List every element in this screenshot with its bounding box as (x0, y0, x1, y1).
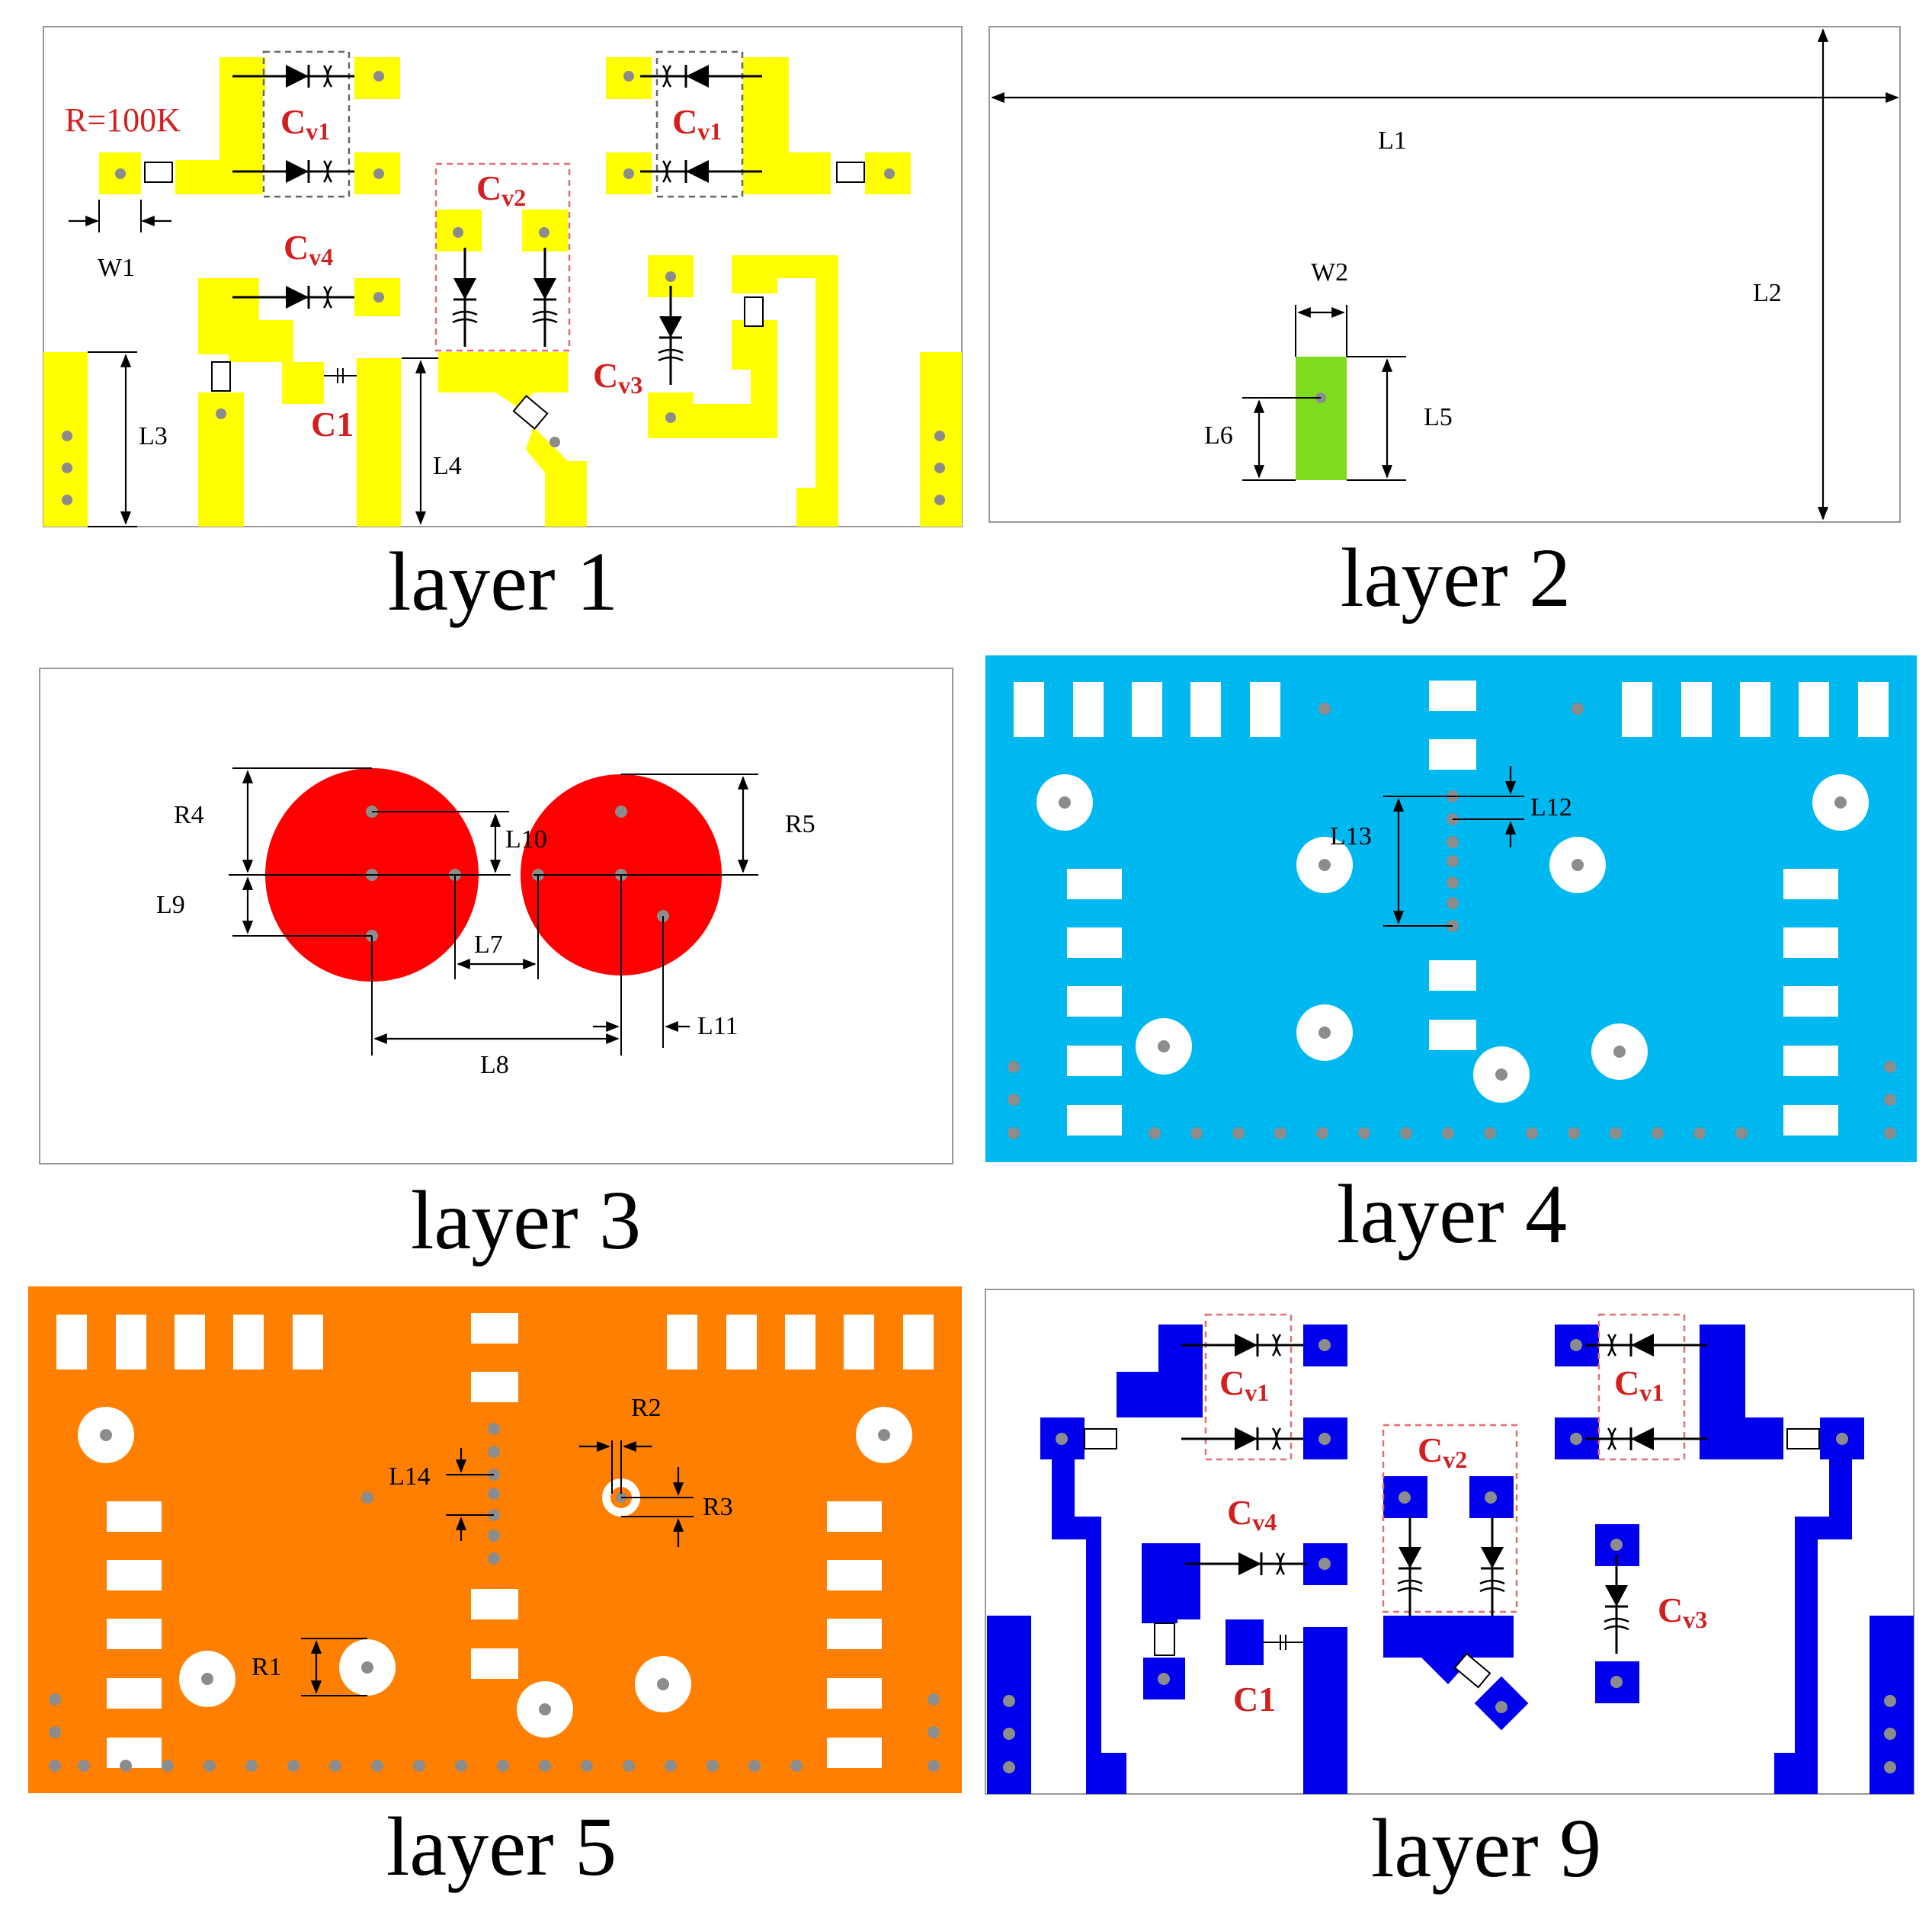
layer1-resistor-left (144, 162, 173, 183)
layer2-w2-label: W2 (1311, 258, 1348, 287)
layer1-resistor-label: R=100K (65, 101, 181, 139)
layer2-panel: L1 L2 W2 L5 L6 layer 2 (988, 26, 1901, 624)
layer3-l11-label: L11 (697, 1012, 739, 1040)
layer1-l3-label: L3 (139, 422, 168, 450)
layer5-r2-label: R2 (631, 1394, 662, 1422)
layer3-l7-label: L7 (474, 931, 503, 959)
layer5-l14-label: L14 (389, 1462, 431, 1491)
layer3-caption: layer 3 (411, 1174, 641, 1267)
layer1-caption: layer 1 (388, 535, 618, 628)
layer1-resistor-cv4 (211, 361, 231, 392)
layer1-cv2-label: Cv2 (476, 168, 526, 211)
layer1-cv1-left-label: Cv1 (280, 102, 330, 145)
layer3-l10-label: L10 (505, 825, 547, 854)
layer2-board (988, 26, 1901, 523)
layer2-l1-label: L1 (1378, 127, 1407, 155)
layer3-l9-label: L9 (156, 891, 185, 919)
layer1-resistor-right (836, 162, 865, 183)
layer9-board (985, 1289, 1914, 1795)
layer9-cv2-label: Cv2 (1418, 1430, 1467, 1473)
layer2-patch (1296, 357, 1347, 480)
layer9-c1-symbol (1264, 1635, 1303, 1650)
layer3-r4-label: R4 (174, 801, 204, 829)
layer4-l12-label: L12 (1530, 793, 1572, 822)
layer9-cv1-left-label: Cv1 (1219, 1363, 1269, 1406)
layer4-caption: layer 4 (1337, 1168, 1567, 1261)
layer9-copper (987, 1325, 1914, 1794)
layer3-board (39, 668, 953, 1164)
layer1-panel: R=100K Cv1 Cv1 Cv2 Cv4 Cv3 C1 W1 L3 L4 l… (43, 26, 963, 628)
layer4-l13-label: L13 (1330, 822, 1372, 850)
layer1-c1-label: C1 (311, 405, 354, 444)
layer2-l2-label: L2 (1753, 279, 1782, 307)
layer5-r1-label: R1 (252, 1653, 282, 1681)
layer9-cv4-label: Cv4 (1227, 1493, 1277, 1536)
layer9-cv1-right-label: Cv1 (1614, 1363, 1664, 1406)
layer2-l6-label: L6 (1204, 421, 1233, 450)
layer5-r3-label: R3 (703, 1493, 733, 1521)
layer1-cv1-right-label: Cv1 (672, 102, 722, 145)
layer3-r5-label: R5 (785, 810, 815, 838)
layer9-cv3-label: Cv3 (1658, 1590, 1707, 1633)
layer2-l5-label: L5 (1424, 403, 1453, 431)
layer1-resistor-cv3 (744, 296, 764, 327)
layer1-c1-symbol (324, 368, 357, 383)
layer1-cv1-box-right (655, 50, 744, 198)
layer5-caption: layer 5 (386, 1800, 617, 1893)
layer5-slots (56, 1313, 934, 1768)
layer3-panel: R4 R5 L9 L10 L7 L8 L11 layer 3 (39, 668, 953, 1267)
layer1-cv2-box (434, 162, 571, 352)
layer4-panel: L12 L13 layer 4 (985, 655, 1917, 1261)
layer1-cv3-label: Cv3 (593, 356, 642, 399)
layer9-caption: layer 9 (1371, 1802, 1601, 1895)
layer3-l8-label: L8 (480, 1051, 509, 1079)
layer1-l4-label: L4 (433, 452, 462, 480)
layer1-cv1-box-left (262, 50, 351, 198)
layer9-panel: Cv1 Cv1 Cv2 Cv4 Cv3 C1 layer 9 (985, 1289, 1914, 1895)
layer1-vias (62, 71, 945, 505)
layer2-caption: layer 2 (1341, 531, 1571, 624)
layer1-cv4-label: Cv4 (284, 228, 333, 271)
layer9-c1-label: C1 (1233, 1680, 1276, 1719)
layer5-panel: L14 R2 R3 R1 layer 5 (28, 1286, 962, 1893)
layer1-resistor-cv2 (512, 395, 549, 430)
layer1-w1-label: W1 (98, 254, 135, 282)
